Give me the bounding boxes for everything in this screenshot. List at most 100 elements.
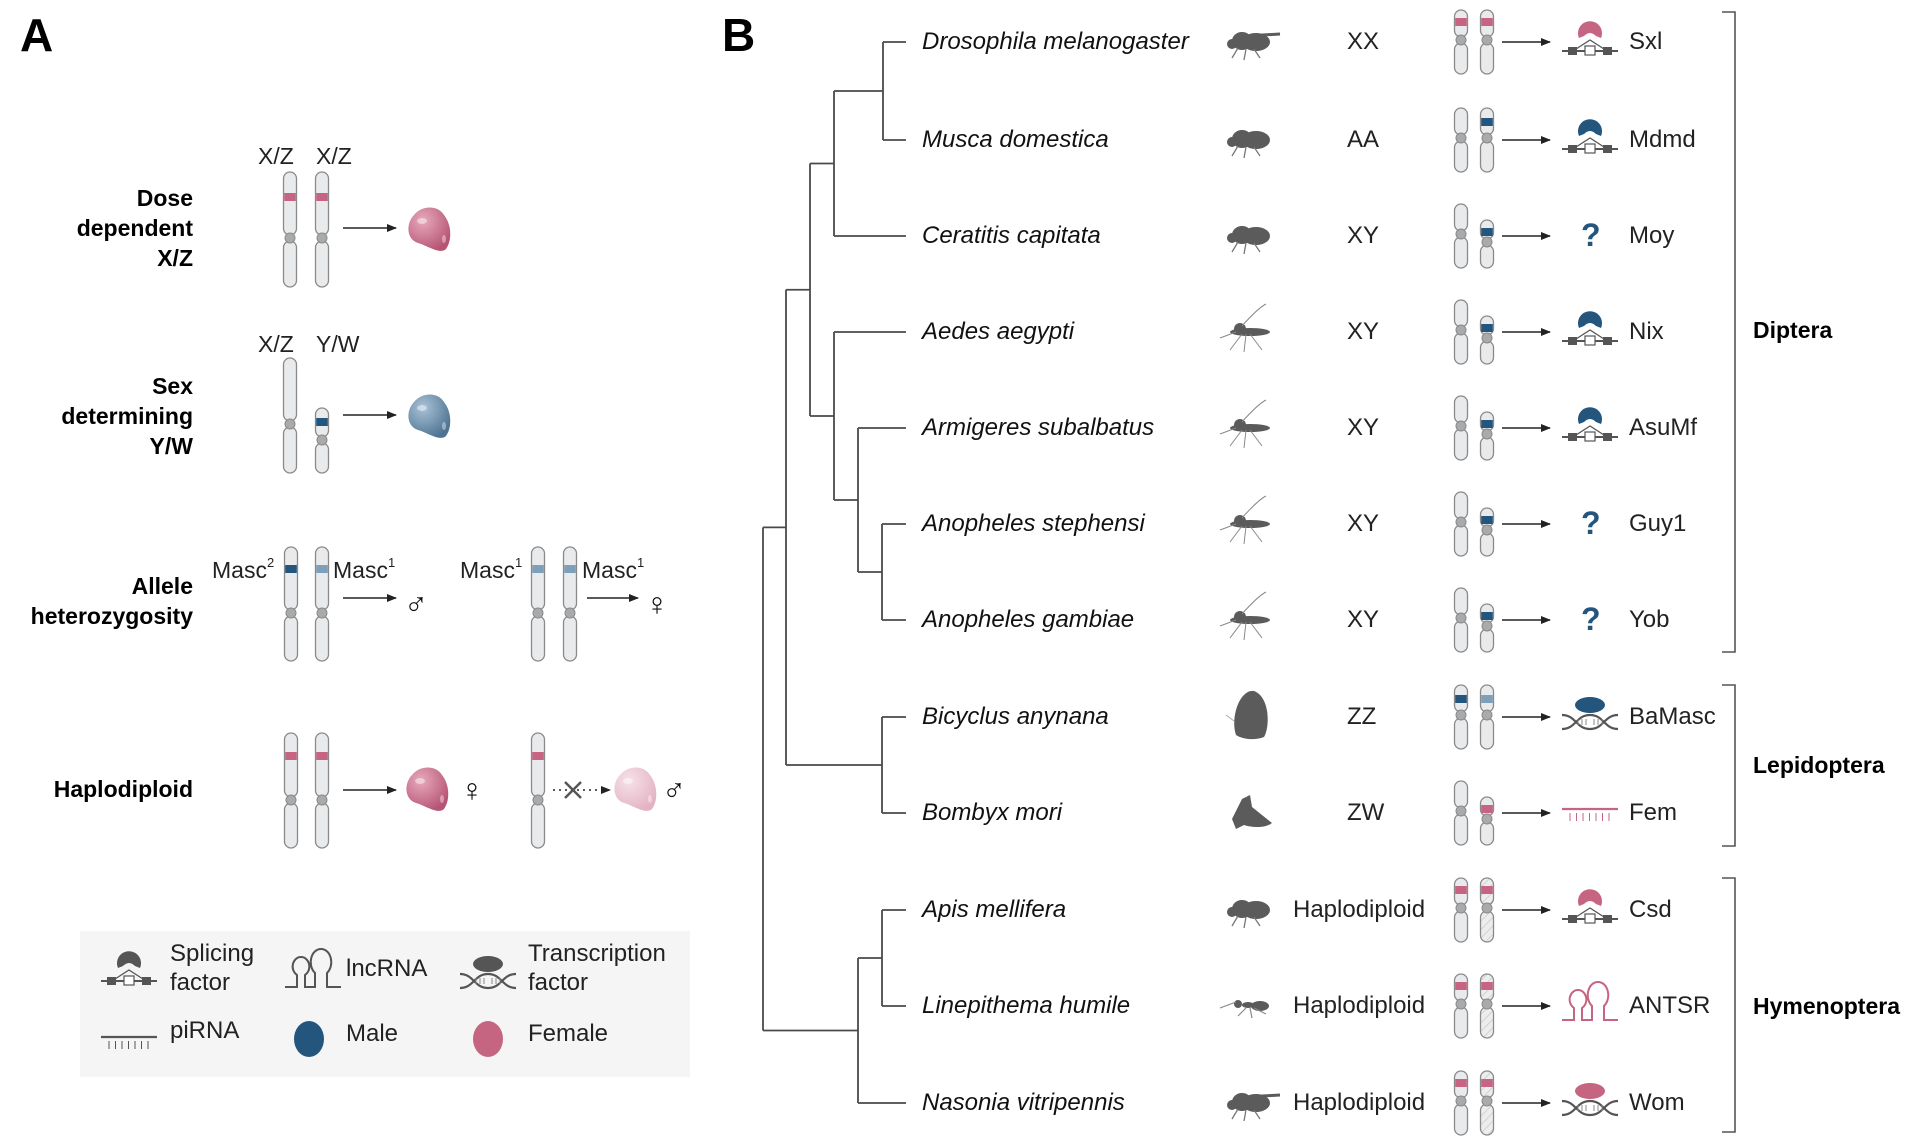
gene-name: BaMasc [1629,703,1716,730]
thorax [1232,226,1252,244]
chromosome-arm [1453,299,1469,328]
mosquito-silhouette-icon [1219,495,1270,545]
label-line: lncRNA [346,955,428,982]
karyotype-label: XY [1347,510,1380,537]
karyotype-label: AA [1347,126,1380,153]
cell-highlight [648,795,652,803]
allele-sup: 1 [514,555,523,570]
dna-strand [459,972,517,990]
chromosome-arm [282,426,298,474]
male-cell-icon [408,394,451,438]
transcription-factor-icon [1561,697,1619,731]
head [1227,233,1237,243]
thorax [1232,130,1252,148]
intron-line [1575,137,1605,148]
chromosome-band [316,193,328,201]
centromere [316,232,328,244]
legs [1219,495,1267,545]
chromosome-arm [282,240,298,288]
chromosome-band [1481,805,1493,813]
allele-sup: 1 [636,555,645,570]
exon [1603,915,1612,923]
chromosome [1453,877,1469,943]
centromere [1455,228,1467,240]
order-label-hymenoptera: Hymenoptera [1753,993,1900,1019]
head [1227,137,1237,147]
centromere [316,434,328,446]
centromere [1455,709,1467,721]
protein-cap [473,956,503,972]
cell-highlight [440,795,444,803]
centromere [1455,805,1467,817]
splicing-factor-icon [1562,311,1618,346]
chromosome [1453,973,1469,1039]
legs [1231,47,1261,61]
chromosome-x [282,171,298,288]
housefly-silhouette-icon [1227,130,1270,159]
unknown-mechanism-icon: ? [1581,601,1601,637]
chromosome-arm [314,615,330,662]
female-dot-icon [473,1021,503,1057]
pirna-icon [1562,807,1618,821]
gene-name: Fem [1629,799,1677,826]
wing [1245,1093,1281,1099]
label-line: Transcription [528,940,666,967]
male-dot-icon [294,1021,324,1057]
chromosome-arm [562,546,578,611]
order-label-diptera: Diptera [1753,317,1833,343]
splicing-factor-icon [101,951,157,986]
chromosome-arm [1479,628,1495,653]
thorax [1234,323,1246,335]
cell-body [614,767,657,811]
mechanism-label-allele-heterozygosity: Allele heterozygosity [31,571,193,631]
chromosome [1479,1070,1495,1136]
legend-label-female: Female [528,1019,608,1048]
chromosome [1453,684,1469,750]
chromosome-band [532,752,544,760]
dna-strand [1561,713,1619,731]
legs [1219,399,1267,449]
gene-name: AsuMf [1629,414,1698,441]
chromosome-band [1455,1079,1467,1087]
intron-line [1575,425,1605,436]
chromosome-arm [1453,910,1469,943]
chromosome-band [1481,982,1493,990]
chromosome-arm [1453,332,1469,365]
chromosome-band [285,752,297,760]
chromosome-arm [1479,340,1495,365]
species-name: Aedes aegypti [922,318,1075,345]
allele-name: Masc [460,557,515,583]
label-line: Sex [152,373,193,399]
chromosome-arm [1479,910,1495,943]
head [1227,907,1237,917]
label-line: Y/W [149,433,193,459]
chromosome [1453,299,1469,365]
order-label-lepidoptera: Lepidoptera [1753,752,1885,778]
lncrna-icon [285,947,341,988]
chromosome-arm [1453,395,1469,424]
chromosome-band [1481,228,1493,236]
legend-label-pirna: piRNA [170,1016,239,1045]
centromere [532,607,544,619]
rna-hairpin [285,947,341,988]
legs [1231,1108,1261,1122]
exon [1568,47,1577,55]
centromere [1481,813,1493,825]
protein-cap [117,951,141,968]
chromosome-y [1479,796,1495,846]
splicing-factor-icon [1562,407,1618,442]
protein-cap [1578,407,1602,424]
chromosome [1453,1070,1469,1136]
chromosome-arm [1453,140,1469,173]
exon [1568,337,1577,345]
gene-name: Sxl [1629,28,1663,55]
allele-label: Masc1 [582,555,645,584]
chromosome-band [1481,18,1493,26]
head [1234,1000,1242,1008]
chromosome-arm [1479,436,1495,461]
allele-sup: 2 [266,555,275,570]
protein-cap [1578,889,1602,906]
fruit-fly-silhouette-icon [1227,32,1281,61]
centromere [532,794,544,806]
chromosome-band [1481,886,1493,894]
